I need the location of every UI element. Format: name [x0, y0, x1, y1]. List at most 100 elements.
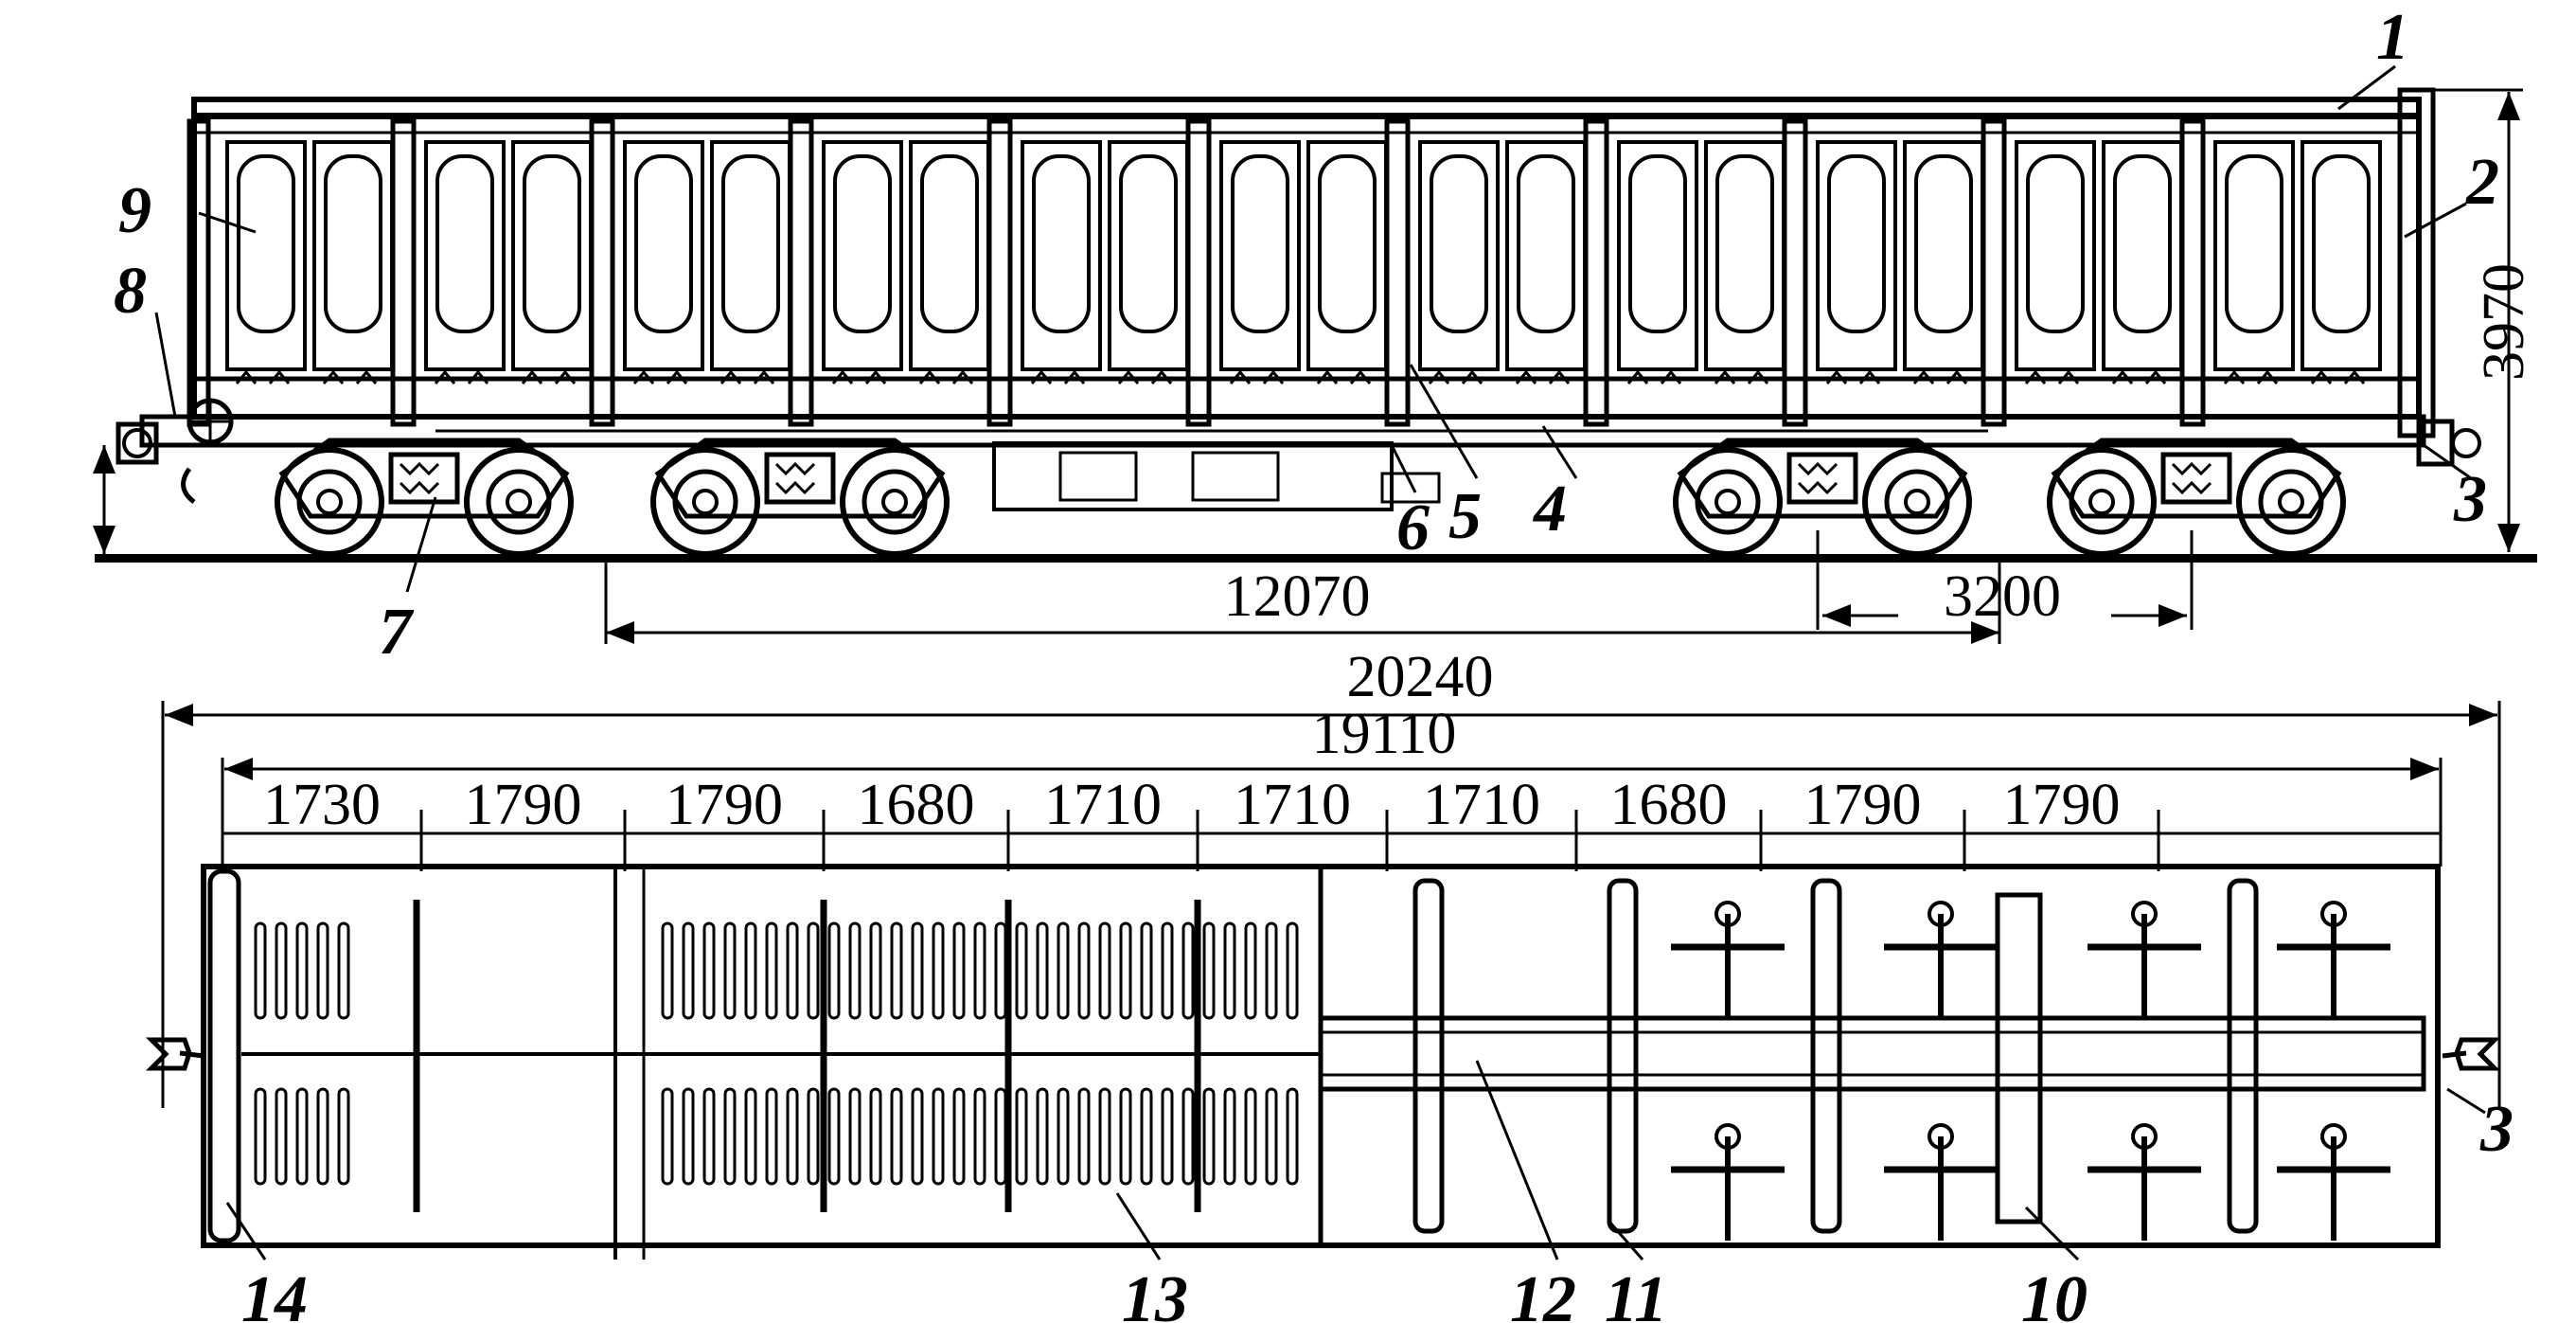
- callout-3: 3: [2453, 463, 2487, 536]
- floor-slot: [1077, 1087, 1091, 1186]
- axle-box: [506, 489, 532, 515]
- spring-set: [764, 452, 836, 505]
- floor-slot: [1098, 1087, 1111, 1186]
- handbrake-wheel: [187, 398, 234, 445]
- side-panel-oval: [2026, 154, 2085, 333]
- axle-end: [2320, 1123, 2347, 1150]
- hatch-lock: [1117, 369, 1173, 384]
- spacing-label: 1790: [2003, 773, 2121, 837]
- side-wall-panels: [225, 140, 2382, 384]
- floor-slot: [952, 921, 966, 1020]
- callout-5: 5: [1448, 480, 1482, 553]
- bogie-3: [1673, 438, 1972, 557]
- side-panel-oval: [1318, 154, 1377, 333]
- side-stake: [1384, 118, 1411, 427]
- axle-box: [881, 489, 908, 515]
- side-panel-oval: [2113, 154, 2172, 333]
- side-panel: [2213, 140, 2295, 371]
- spacing-label: 1710: [1044, 773, 1162, 837]
- floor-slot: [827, 1087, 841, 1186]
- side-stake: [1185, 118, 1212, 427]
- floor-slot: [702, 1087, 716, 1186]
- floor-slot: [254, 921, 267, 1020]
- wheel-hub: [1695, 469, 1761, 535]
- frame-length-dimension: 19110: [221, 702, 2443, 867]
- floor-slot: [316, 1087, 329, 1186]
- hatch-lock: [2223, 369, 2279, 384]
- callout-6: 6: [1396, 492, 1430, 564]
- floor-slot: [1223, 1087, 1236, 1186]
- side-view: 3970 12070 3200: [93, 87, 2537, 644]
- floor-slot: [1286, 1087, 1299, 1186]
- dimension-base: 12070: [1224, 564, 1371, 629]
- spring-set: [1786, 452, 1858, 505]
- hatch-lock: [1316, 369, 1372, 384]
- side-panel: [1418, 140, 1500, 371]
- floor-slot: [1057, 1087, 1070, 1186]
- floor-slot: [1015, 921, 1028, 1020]
- spring-coils: [399, 461, 440, 495]
- side-panel: [2301, 140, 2382, 371]
- cross-beam: [1607, 878, 1639, 1234]
- rail: [95, 554, 2537, 563]
- floor-slot: [994, 1087, 1007, 1186]
- floor-slot: [1265, 1087, 1278, 1186]
- side-panel-oval: [523, 154, 581, 333]
- hatch-lock: [918, 369, 974, 384]
- side-panel-oval: [1827, 154, 1886, 333]
- side-stake: [2179, 118, 2206, 427]
- hatch-lock: [1714, 369, 1769, 384]
- floor-slot: [848, 921, 862, 1020]
- wheel-hub: [296, 469, 363, 535]
- floor-slot: [316, 921, 329, 1020]
- axle-box: [2088, 489, 2115, 515]
- axle-box: [1904, 489, 1930, 515]
- hatch-lock: [2111, 369, 2167, 384]
- callout-8: 8: [114, 255, 147, 328]
- floor-slot: [952, 1087, 966, 1186]
- floor-slot: [1036, 921, 1049, 1020]
- side-panel-oval: [1517, 154, 1575, 333]
- floor-slot: [932, 921, 945, 1020]
- side-panel-oval: [1914, 154, 1973, 333]
- callout-10: 10: [2021, 1263, 2087, 1323]
- floor-slot: [744, 1087, 757, 1186]
- wheel: [275, 447, 384, 557]
- spacing-label: 1710: [1234, 773, 1351, 837]
- wheelsets-plan: [1671, 901, 2390, 1241]
- floor-slot: [723, 1087, 737, 1186]
- height-dimension: 3970: [93, 88, 2536, 554]
- side-panel: [1816, 140, 1897, 371]
- floor-slot: [994, 921, 1007, 1020]
- floor-slot: [786, 921, 799, 1020]
- side-panel-oval: [1119, 154, 1178, 333]
- side-panel-oval: [721, 154, 780, 333]
- side-panel-oval: [2312, 154, 2371, 333]
- hatch-lock: [2310, 369, 2366, 384]
- hatch-lock: [720, 369, 775, 384]
- floor-slot: [911, 921, 924, 1020]
- axle-end: [2131, 901, 2158, 927]
- callout-9: 9: [118, 174, 151, 247]
- floor-slot: [973, 1087, 986, 1186]
- side-stake: [390, 118, 417, 427]
- floor-slot: [1140, 921, 1153, 1020]
- hatch-lock: [1626, 369, 1682, 384]
- bogie-side-frame: [278, 438, 570, 519]
- hatch-lock: [831, 369, 887, 384]
- side-panel-oval: [920, 154, 979, 333]
- wheel: [650, 447, 760, 557]
- floor-slot: [1181, 1087, 1195, 1186]
- side-panel-oval: [1231, 154, 1289, 333]
- wheel-hub: [2069, 469, 2135, 535]
- hatch-lock: [632, 369, 688, 384]
- cross-beam: [1412, 878, 1445, 1234]
- side-panel-oval: [833, 154, 892, 333]
- side-stake: [986, 118, 1013, 427]
- callout-12: 12: [1510, 1263, 1576, 1323]
- floor-slot: [723, 921, 737, 1020]
- floor-slot: [1286, 921, 1299, 1020]
- car-plan-body: [201, 864, 2441, 1260]
- spring-coils: [1797, 461, 1839, 495]
